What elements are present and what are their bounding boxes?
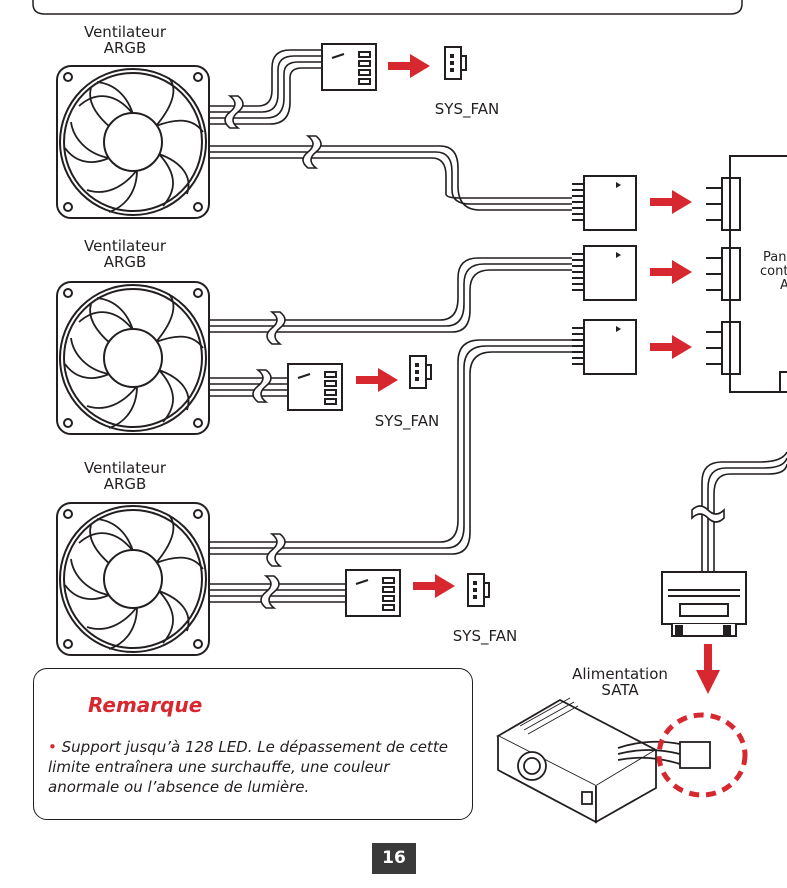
- fan3-label: Ventilateur ARGB: [70, 460, 180, 492]
- power-supply: [496, 697, 711, 824]
- controller-board-notch: [779, 371, 787, 392]
- fan2-label-line2: ARGB: [103, 253, 147, 271]
- arrow-to-sata-psu: [696, 644, 720, 694]
- fan2-cables: [209, 257, 572, 397]
- fan1-pwm-plug: [321, 43, 377, 91]
- sata-label: Alimentation SATA: [560, 666, 680, 698]
- controller-label-line3: A: [780, 278, 787, 293]
- arrow-to-header-1: [650, 190, 692, 214]
- controller-label-line1: Pan: [763, 251, 787, 265]
- fan3-label-line1: Ventilateur: [83, 459, 167, 477]
- fan2-label-line1: Ventilateur: [83, 237, 167, 255]
- page-number: 16: [372, 843, 416, 874]
- fan3-pwm-plug: [345, 569, 401, 617]
- fan2-label: Ventilateur ARGB: [70, 238, 180, 270]
- fan1-cables: [209, 49, 572, 211]
- sys-fan-port-2: [409, 355, 432, 389]
- top-panel-border: [32, 0, 743, 15]
- sata-highlight-circle: [656, 712, 748, 798]
- sys-fan-label-3: SYS_FAN: [452, 627, 518, 645]
- argb-plug-3: [571, 319, 637, 375]
- note-body: Support jusqu’à 128 LED. Le dépassement …: [48, 738, 448, 796]
- controller-header-2: [705, 247, 741, 301]
- note-text: • Support jusqu’à 128 LED. Le dépassemen…: [48, 737, 464, 797]
- sys-fan-port-3: [467, 573, 490, 607]
- note-bullet: •: [48, 738, 57, 756]
- argb-plug-2: [571, 245, 637, 301]
- fan-2: [56, 281, 210, 435]
- arrow-to-sys-fan-2: [356, 368, 398, 392]
- controller-header-3: [705, 321, 741, 375]
- note-box: Remarque • Support jusqu’à 128 LED. Le d…: [33, 668, 473, 820]
- arrow-to-sys-fan-3: [413, 574, 455, 598]
- fan2-pwm-plug: [287, 363, 343, 411]
- controller-header-1: [705, 177, 741, 231]
- note-title: Remarque: [88, 693, 203, 717]
- arrow-to-sys-fan-1: [388, 54, 430, 78]
- fan1-label-line1: Ventilateur: [83, 23, 167, 41]
- sata-connector: [661, 571, 747, 637]
- controller-label-line2: cont: [760, 264, 787, 279]
- arrow-to-header-2: [650, 260, 692, 284]
- fan1-label: Ventilateur ARGB: [70, 24, 180, 56]
- fan-3: [56, 502, 210, 656]
- sata-cable: [701, 451, 787, 572]
- argb-plug-1: [571, 175, 637, 231]
- cable-break-marks: [224, 95, 725, 609]
- fan3-label-line2: ARGB: [103, 475, 147, 493]
- sys-fan-label-2: SYS_FAN: [374, 412, 440, 430]
- sys-fan-port-1: [444, 46, 467, 80]
- fan1-label-line2: ARGB: [103, 39, 147, 57]
- controller-board: [729, 155, 787, 393]
- controller-label: Pan cont A: [760, 251, 787, 293]
- fan-1: [56, 65, 210, 219]
- sata-label-line1: Alimentation: [572, 665, 668, 683]
- sys-fan-label-1: SYS_FAN: [434, 100, 500, 118]
- sata-label-line2: SATA: [601, 681, 639, 699]
- arrow-to-header-3: [650, 335, 692, 359]
